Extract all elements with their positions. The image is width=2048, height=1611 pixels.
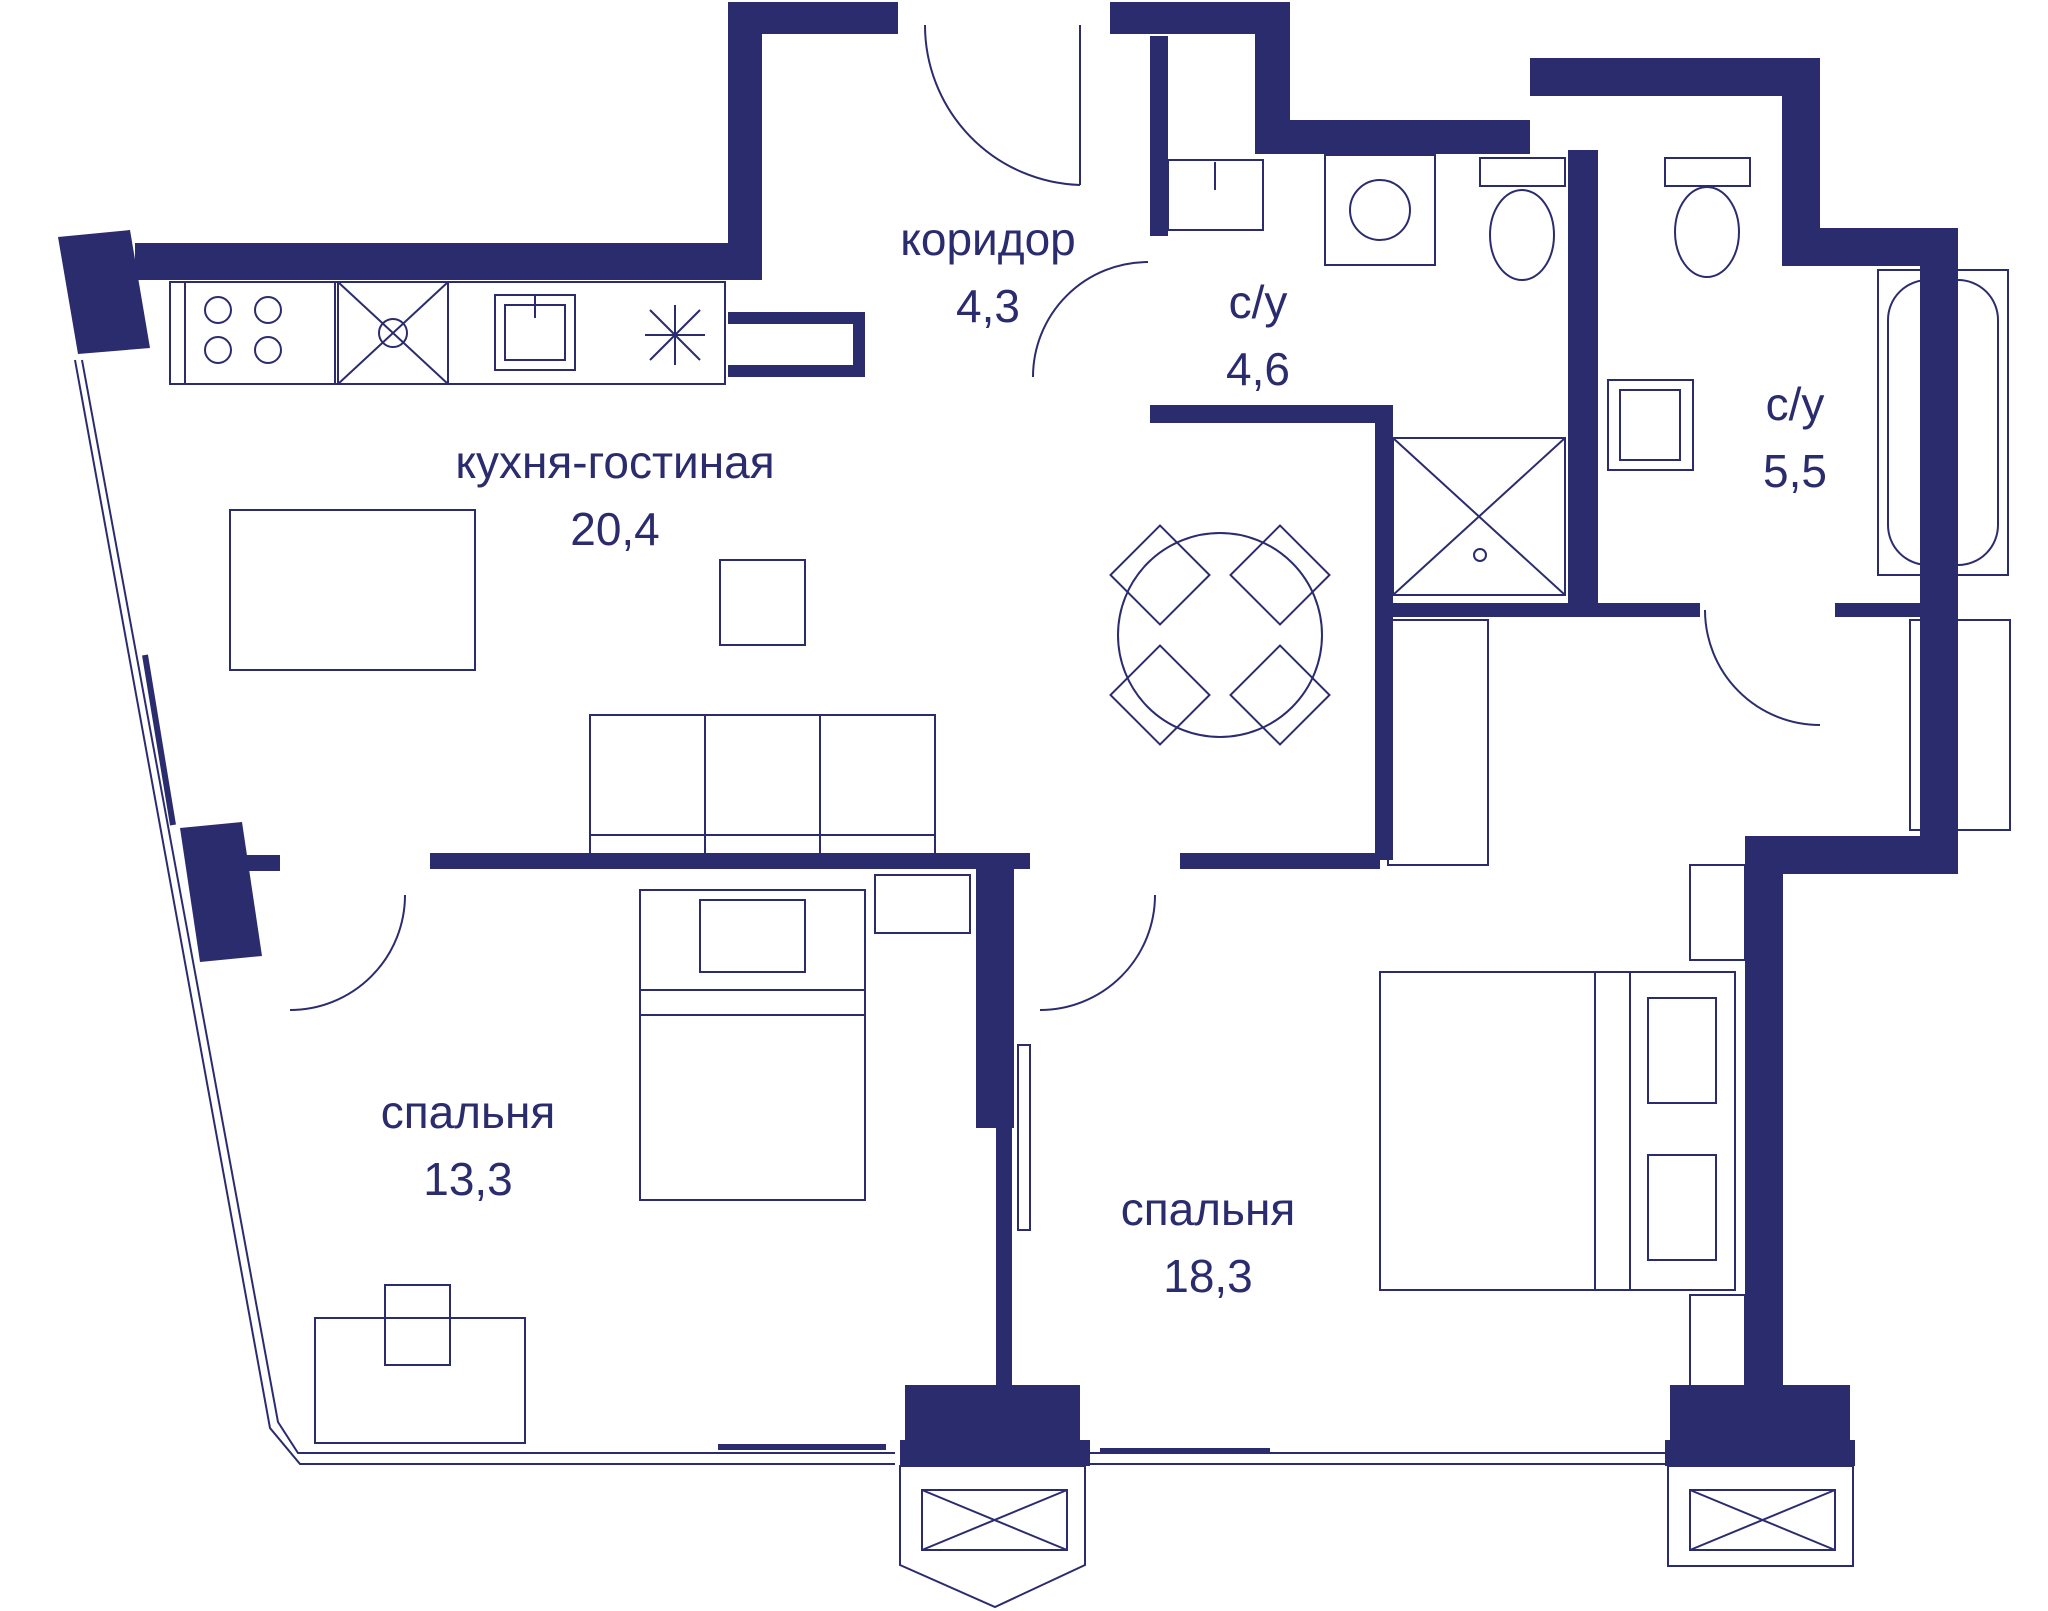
wall-closet-box [728, 312, 863, 324]
room-area-bath2: 5,5 [1763, 445, 1827, 497]
chair-2 [1229, 524, 1331, 626]
nightstand-1 [1689, 864, 1746, 961]
fridge-symbol [645, 305, 705, 365]
bath2-toilet [1674, 186, 1740, 278]
bed2-door [1039, 894, 1156, 1011]
bath1-sink [1167, 159, 1264, 231]
bath2-toilet-tank [1664, 157, 1751, 187]
walls [58, 2, 1958, 1466]
wall-stub-top-1 [1150, 36, 1168, 236]
desk [314, 1317, 526, 1444]
wall-bath-separator [1568, 150, 1582, 605]
bathtub [1877, 269, 2009, 576]
kitchen-island [229, 509, 476, 671]
bath1-toilet [1489, 189, 1555, 281]
sofa [589, 714, 936, 856]
wall-kitchen-left-stub [245, 855, 280, 871]
wall-top-bath2 [1530, 58, 1820, 96]
wall-bottom-column-1b [900, 1440, 1090, 1466]
doors [289, 24, 1821, 1011]
wall-closet-box-b [728, 365, 863, 377]
wall-corridor-left [728, 2, 762, 280]
double-bed [1379, 971, 1736, 1291]
wall-bedroom-divider [976, 853, 1014, 1128]
wall-right-outer [1920, 228, 1958, 838]
wall-bath1-bottom [1150, 405, 1380, 423]
balcony-boxes [899, 1465, 1854, 1609]
wardrobe-1 [1387, 619, 1489, 866]
wall-bedroom-divider-lower [996, 1120, 1012, 1390]
hob-burner-4 [254, 336, 282, 364]
room-area-kitchen: 20,4 [570, 503, 660, 555]
washer-box [337, 281, 449, 385]
hob-burner-3 [204, 336, 232, 364]
hob [184, 281, 336, 385]
hob-burner-2 [254, 296, 282, 324]
fixtures [169, 154, 2011, 1444]
wall-top-step [1255, 2, 1290, 122]
chair-3 [1109, 644, 1211, 746]
bed2-door-leaf [1017, 1044, 1031, 1231]
room-area-corridor: 4,3 [956, 280, 1020, 332]
wall-kitchen-top [135, 243, 728, 280]
wall-bottom-column-2b [1665, 1440, 1855, 1466]
desk-chair [384, 1284, 451, 1366]
room-name-bed2: спальня [1121, 1183, 1296, 1235]
wall-bath2-right-upper [1782, 58, 1820, 238]
wall-corridor-top-left [728, 2, 898, 34]
room-name-bath1: с/у [1229, 276, 1288, 328]
room-name-corridor: коридор [900, 213, 1076, 265]
balcony-box-2 [1667, 1465, 1854, 1567]
room-area-bed1: 13,3 [423, 1153, 513, 1205]
bath1-door [1032, 261, 1149, 378]
wall-right-lower [1745, 836, 1783, 1391]
window-markers [142, 654, 1270, 1454]
room-name-bed1: спальня [381, 1086, 556, 1138]
chair-1 [1109, 524, 1211, 626]
room-area-bed2: 18,3 [1163, 1250, 1253, 1302]
wall-bottom-column-1 [905, 1385, 1080, 1445]
kitchen-sink [494, 294, 576, 371]
chair-4 [1229, 644, 1331, 746]
wall-top-mid [1255, 120, 1530, 154]
entrance-door [924, 24, 1081, 186]
room-name-kitchen: кухня-гостиная [455, 436, 774, 488]
wall-bath2-bottom-b [1835, 603, 1930, 617]
wall-bath1-right [1375, 405, 1393, 860]
wall-left-column [58, 230, 150, 354]
balcony-box-1 [899, 1465, 1086, 1609]
bath2-door [1704, 609, 1821, 726]
washing-machine [1324, 154, 1436, 266]
wall-bottom-column-2 [1670, 1385, 1850, 1445]
room-name-bath2: с/у [1766, 378, 1825, 430]
shower-tray [1392, 437, 1566, 596]
bath1-toilet-tank [1479, 157, 1566, 187]
kitchen-stool [719, 559, 806, 646]
bed1-shelf [874, 874, 971, 934]
outer-glazing [74, 359, 1665, 1465]
bed1-door [289, 894, 406, 1011]
wall-bed2-top-right [1180, 853, 1380, 869]
hob-burner-1 [204, 296, 232, 324]
room-area-bath1: 4,6 [1226, 343, 1290, 395]
wall-closet-box-r [853, 312, 865, 377]
wardrobe-2 [1909, 619, 2011, 831]
wall-bath2-bottom-a [1380, 603, 1700, 617]
wall-stub-top-2 [1580, 150, 1598, 605]
wall-left-mid-column [180, 822, 262, 962]
single-bed [639, 889, 866, 1201]
wall-bedrooms-top [430, 853, 1030, 869]
bath2-sink [1607, 379, 1694, 471]
dining-table [1117, 532, 1323, 738]
nightstand-2 [1689, 1294, 1746, 1391]
